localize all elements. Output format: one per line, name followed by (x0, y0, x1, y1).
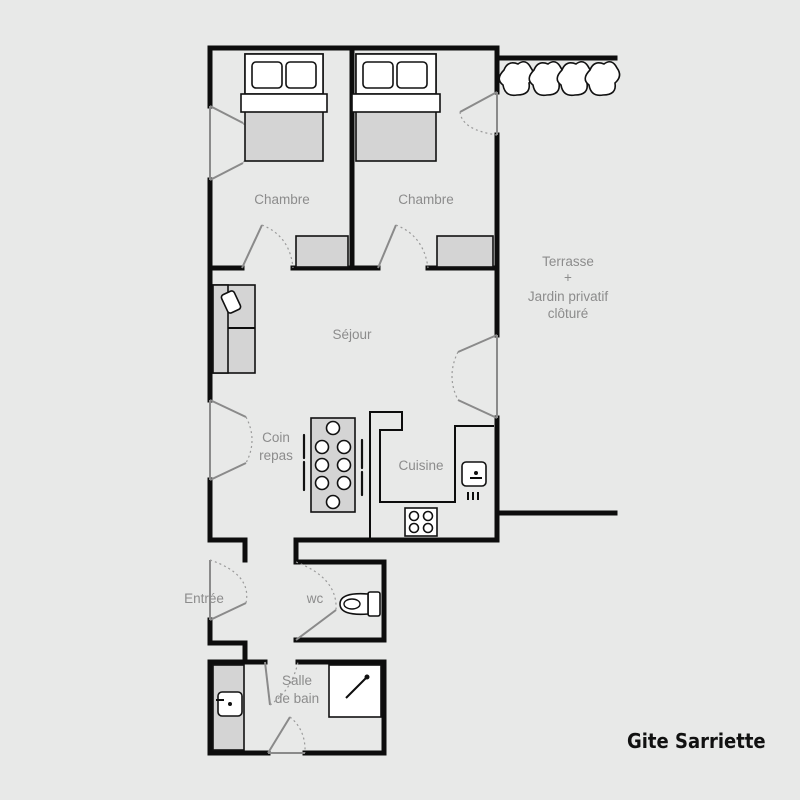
label-chambre-2: Chambre (398, 192, 454, 207)
doors (209, 91, 498, 754)
bed-icon (351, 53, 441, 162)
plan-title: Gite Sarriette (627, 729, 766, 753)
hedge-icon (498, 60, 621, 97)
windows (209, 92, 498, 620)
sofa-icon (212, 284, 256, 374)
label-cuisine: Cuisine (398, 458, 443, 473)
label-terrasse-4: clôturé (548, 306, 589, 321)
washbasin-icon (212, 664, 245, 751)
label-terrasse-3: Jardin privatif (528, 289, 609, 304)
label-terrasse-1: Terrasse (542, 254, 594, 269)
toilet-icon (339, 591, 381, 617)
label-coin-2: repas (259, 448, 293, 463)
label-terrasse-2: + (564, 270, 572, 285)
label-wc: wc (306, 591, 324, 606)
label-salle-2: de bain (275, 691, 319, 706)
label-entree: Entrée (184, 591, 224, 606)
label-chambre-1: Chambre (254, 192, 310, 207)
walls (207, 45, 618, 756)
dresser (295, 235, 349, 268)
kitchen-sink-icon (461, 461, 487, 500)
cooktop-icon (404, 507, 438, 537)
dresser (436, 235, 494, 268)
label-coin-1: Coin (262, 430, 290, 445)
label-salle-1: Salle (282, 673, 312, 688)
bed-icon (240, 53, 328, 162)
dining-table-icon (302, 417, 364, 513)
room-labels: Chambre Chambre Terrasse + Jardin privat… (184, 192, 608, 706)
label-sejour: Séjour (332, 327, 372, 342)
shower-icon (328, 664, 382, 718)
